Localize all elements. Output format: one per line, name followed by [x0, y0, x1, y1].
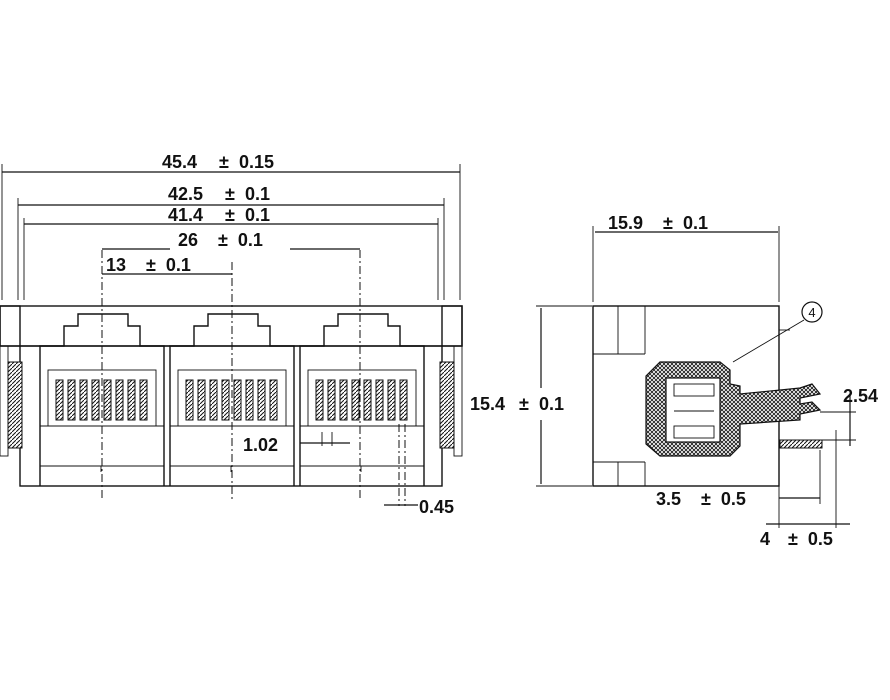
contact-finger: [221, 379, 230, 421]
dim-outer-value: 42.5: [168, 184, 203, 204]
side-view: [592, 301, 823, 487]
contact-finger: [363, 379, 372, 421]
right-latch: [439, 361, 455, 449]
contact-finger: [233, 379, 242, 421]
front-dimensions: [1, 164, 461, 506]
contact-finger: [139, 379, 148, 421]
contact-finger: [315, 379, 324, 421]
svg-text:45.4±0.15: 45.4±0.15: [162, 152, 274, 172]
svg-text:15.4±0.1: 15.4±0.1: [470, 394, 564, 414]
contact-finger: [327, 379, 336, 421]
dim-overall-value: 45.4: [162, 152, 197, 172]
left-latch: [7, 361, 23, 449]
contact-finger: [67, 379, 76, 421]
dim-height-value: 15.4: [470, 394, 505, 414]
contact-finger: [351, 379, 360, 421]
dim-pitch2-value: 26: [178, 230, 198, 250]
front-view: [0, 250, 463, 506]
callout-circle: [801, 301, 823, 323]
contact-fingers: [55, 379, 408, 421]
contact-finger: [55, 379, 64, 421]
labels: 45.4±0.15 42.5±0.1 41.4±0.1 26±0.1 13±0.…: [106, 152, 878, 549]
contact-finger: [387, 379, 396, 421]
contact-finger: [375, 379, 384, 421]
contact-finger: [79, 379, 88, 421]
dim-pin-offset-value: 3.5: [656, 489, 681, 509]
lower-pin: [779, 439, 823, 449]
contact-finger: [103, 379, 112, 421]
contact-finger: [197, 379, 206, 421]
dim-pin-length-value: 4: [760, 529, 770, 549]
contact-finger: [115, 379, 124, 421]
side-dimensions: [536, 226, 856, 528]
contact-finger: [245, 379, 254, 421]
contact-finger: [257, 379, 266, 421]
dim-contact-pitch: 1.02: [243, 435, 278, 455]
dim-inner-value: 41.4: [168, 205, 203, 225]
contact-finger: [399, 379, 408, 421]
contact-finger: [91, 379, 100, 421]
contact-finger: [185, 379, 194, 421]
svg-text:15.9±0.1: 15.9±0.1: [608, 213, 708, 233]
port-3: [299, 313, 425, 486]
contact-finger: [339, 379, 348, 421]
svg-text:4±0.5: 4±0.5: [760, 529, 833, 549]
svg-text:13±0.1: 13±0.1: [106, 255, 191, 275]
contact-finger: [209, 379, 218, 421]
callout-number: 4: [808, 305, 815, 320]
svg-text:42.5±0.1: 42.5±0.1: [168, 184, 270, 204]
contact-finger: [127, 379, 136, 421]
svg-text:26±0.1: 26±0.1: [178, 230, 263, 250]
dim-depth-value: 15.9: [608, 213, 643, 233]
dim-pitch1-value: 13: [106, 255, 126, 275]
svg-text:3.5±0.5: 3.5±0.5: [656, 489, 746, 509]
dim-pin-width: 0.45: [419, 497, 454, 517]
dim-pin-spacing: 2.54: [843, 386, 878, 406]
contact-finger: [269, 379, 278, 421]
svg-text:41.4±0.1: 41.4±0.1: [168, 205, 270, 225]
